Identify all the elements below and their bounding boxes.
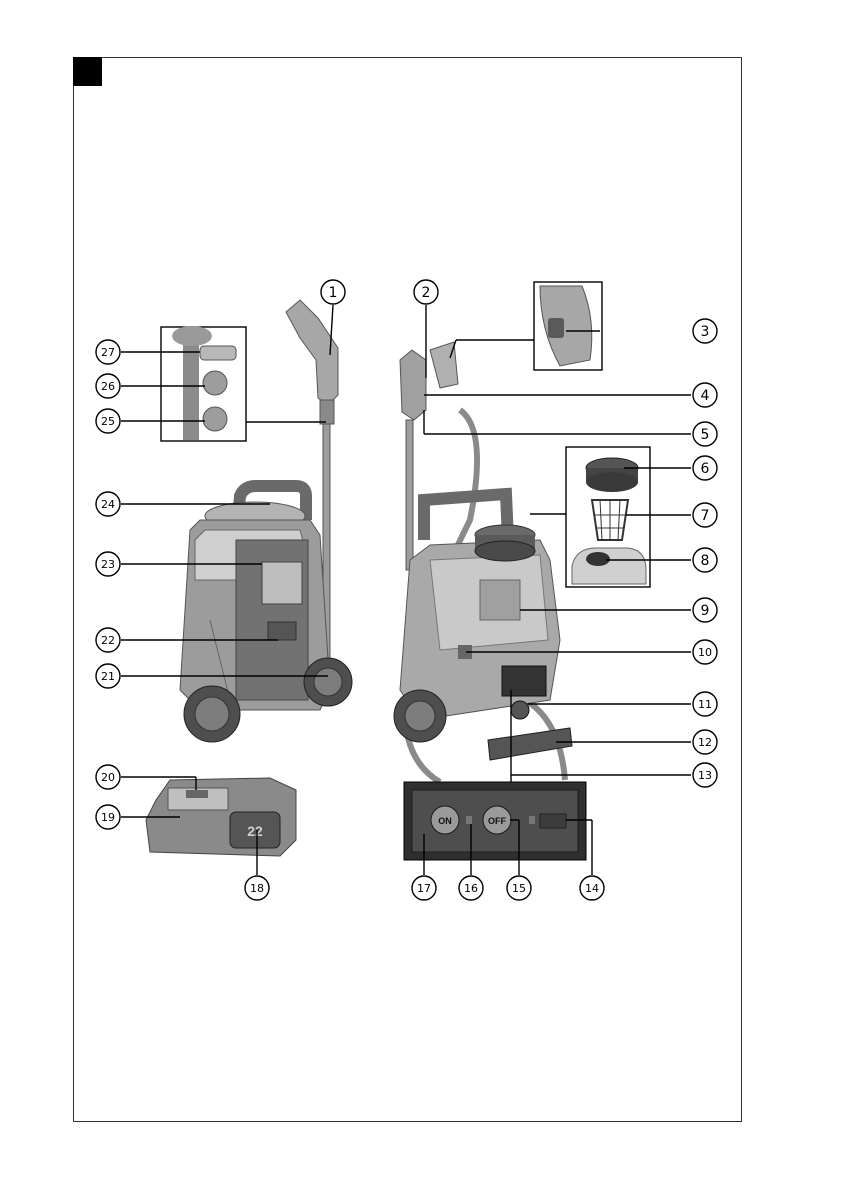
- callout-8: 8: [693, 548, 717, 572]
- on-button-label: ON: [438, 816, 452, 826]
- callout-17: 17: [412, 876, 436, 900]
- callout-label: 2: [422, 285, 431, 301]
- callout-20: 20: [96, 765, 120, 789]
- callout-label: 16: [464, 882, 478, 895]
- callout-9: 9: [693, 598, 717, 622]
- callout-label: 12: [698, 736, 712, 749]
- callout-label: 19: [101, 811, 115, 824]
- callout-label: 3: [701, 324, 710, 340]
- callout-3: 3: [693, 319, 717, 343]
- callout-label: 13: [698, 769, 712, 782]
- washer-front-view: [394, 342, 572, 782]
- callout-12: 12: [693, 730, 717, 754]
- callout-label: 20: [101, 771, 115, 784]
- callout-label: 10: [698, 646, 712, 659]
- callout-label: 14: [585, 882, 599, 895]
- callout-6: 6: [693, 456, 717, 480]
- callout-label: 11: [698, 698, 712, 711]
- callout-22: 22: [96, 628, 120, 652]
- callout-24: 24: [96, 492, 120, 516]
- callout-25: 25: [96, 409, 120, 433]
- callout-label: 1: [329, 285, 338, 301]
- callout-10: 10: [693, 640, 717, 664]
- callout-label: 21: [101, 670, 115, 683]
- callout-27: 27: [96, 340, 120, 364]
- gun-lock-inset: [450, 282, 602, 370]
- callout-label: 27: [101, 346, 115, 359]
- callout-label: 8: [701, 553, 710, 569]
- callout-label: 4: [701, 388, 710, 404]
- callout-label: 7: [701, 508, 710, 524]
- callout-label: 24: [101, 498, 115, 511]
- callout-21: 21: [96, 664, 120, 688]
- callout-13: 13: [693, 763, 717, 787]
- callout-2: 2: [414, 280, 438, 304]
- callout-16: 16: [459, 876, 483, 900]
- callout-label: 17: [417, 882, 431, 895]
- callout-26: 26: [96, 374, 120, 398]
- battery-marking: 22: [247, 823, 263, 839]
- callout-label: 6: [701, 461, 710, 477]
- callout-label: 18: [250, 882, 264, 895]
- callout-5: 5: [693, 422, 717, 446]
- callout-label: 25: [101, 415, 115, 428]
- callout-1: 1: [321, 280, 345, 304]
- nozzle-inset: [161, 326, 326, 441]
- callout-label: 15: [512, 882, 526, 895]
- callout-label: 26: [101, 380, 115, 393]
- callout-11: 11: [693, 692, 717, 716]
- off-button-label: OFF: [488, 816, 506, 826]
- callout-15: 15: [507, 876, 531, 900]
- callout-label: 22: [101, 634, 115, 647]
- callout-label: 9: [701, 603, 710, 619]
- callout-23: 23: [96, 552, 120, 576]
- callout-18: 18: [245, 876, 269, 900]
- callout-7: 7: [693, 503, 717, 527]
- callout-14: 14: [580, 876, 604, 900]
- callout-4: 4: [693, 383, 717, 407]
- callout-label: 23: [101, 558, 115, 571]
- callout-19: 19: [96, 805, 120, 829]
- callout-label: 5: [701, 427, 710, 443]
